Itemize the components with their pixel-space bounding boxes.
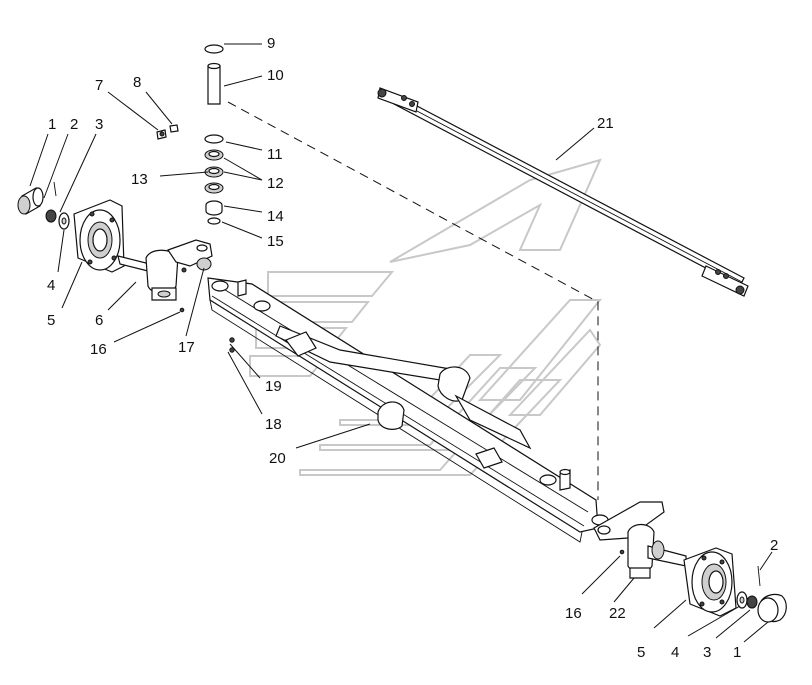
callout-17: 17 [178,339,195,356]
callout-16-right: 16 [565,605,582,622]
right-hub-assembly [683,547,787,623]
callout-4-right: 4 [671,644,679,661]
callout-15: 15 [267,233,284,250]
callout-1-left: 1 [48,116,56,133]
part-8-nut [169,124,179,133]
callout-7: 7 [95,77,103,94]
part-3-nut-left [45,209,57,223]
callout-11: 11 [267,146,283,163]
tie-rod [377,87,749,297]
callout-3-left: 3 [95,116,103,133]
callout-5-right: 5 [637,644,645,661]
leader-lines [29,43,773,643]
part-5-hub-left [73,199,125,273]
axle-beam [207,277,609,543]
callout-21: 21 [597,115,614,132]
left-steering-knuckle [117,239,213,313]
bolt-and-nut [156,124,179,140]
callout-6: 6 [95,312,103,329]
callout-14: 14 [267,208,284,225]
callout-10: 10 [267,67,284,84]
part-3-nut-right [746,595,758,609]
part-11-seal [204,134,224,144]
part-2-pin-left [53,181,57,197]
callout-8: 8 [133,74,141,91]
callout-labels: 1 2 3 4 5 6 7 8 9 10 11 12 13 14 15 16 1… [47,35,778,661]
callout-3-right: 3 [703,644,711,661]
callout-9: 9 [267,35,275,52]
part-5-hub-right [683,547,737,617]
callout-13: 13 [131,171,148,188]
part-9-cap-ring [204,44,224,54]
part-2-pin-right [757,565,761,587]
callout-2-right: 2 [770,537,778,554]
callout-5-left: 5 [47,312,55,329]
callout-20: 20 [269,450,286,467]
callout-22: 22 [609,605,626,622]
right-steering-knuckle [593,501,687,579]
part-1-hub-cap-right [757,593,787,623]
part-15-shim [207,217,221,225]
assembly-dashed-lines [227,101,599,500]
callout-18: 18 [265,416,282,433]
callout-16-left: 16 [90,341,107,358]
callout-19: 19 [265,378,282,395]
part-10-kingpin [207,65,221,105]
kingpin-stack [204,44,224,225]
callout-4-left: 4 [47,277,55,294]
left-hub-assembly [17,181,125,273]
callout-1-right: 1 [733,644,741,661]
callout-2-left: 2 [70,116,78,133]
callout-12: 12 [267,175,284,192]
